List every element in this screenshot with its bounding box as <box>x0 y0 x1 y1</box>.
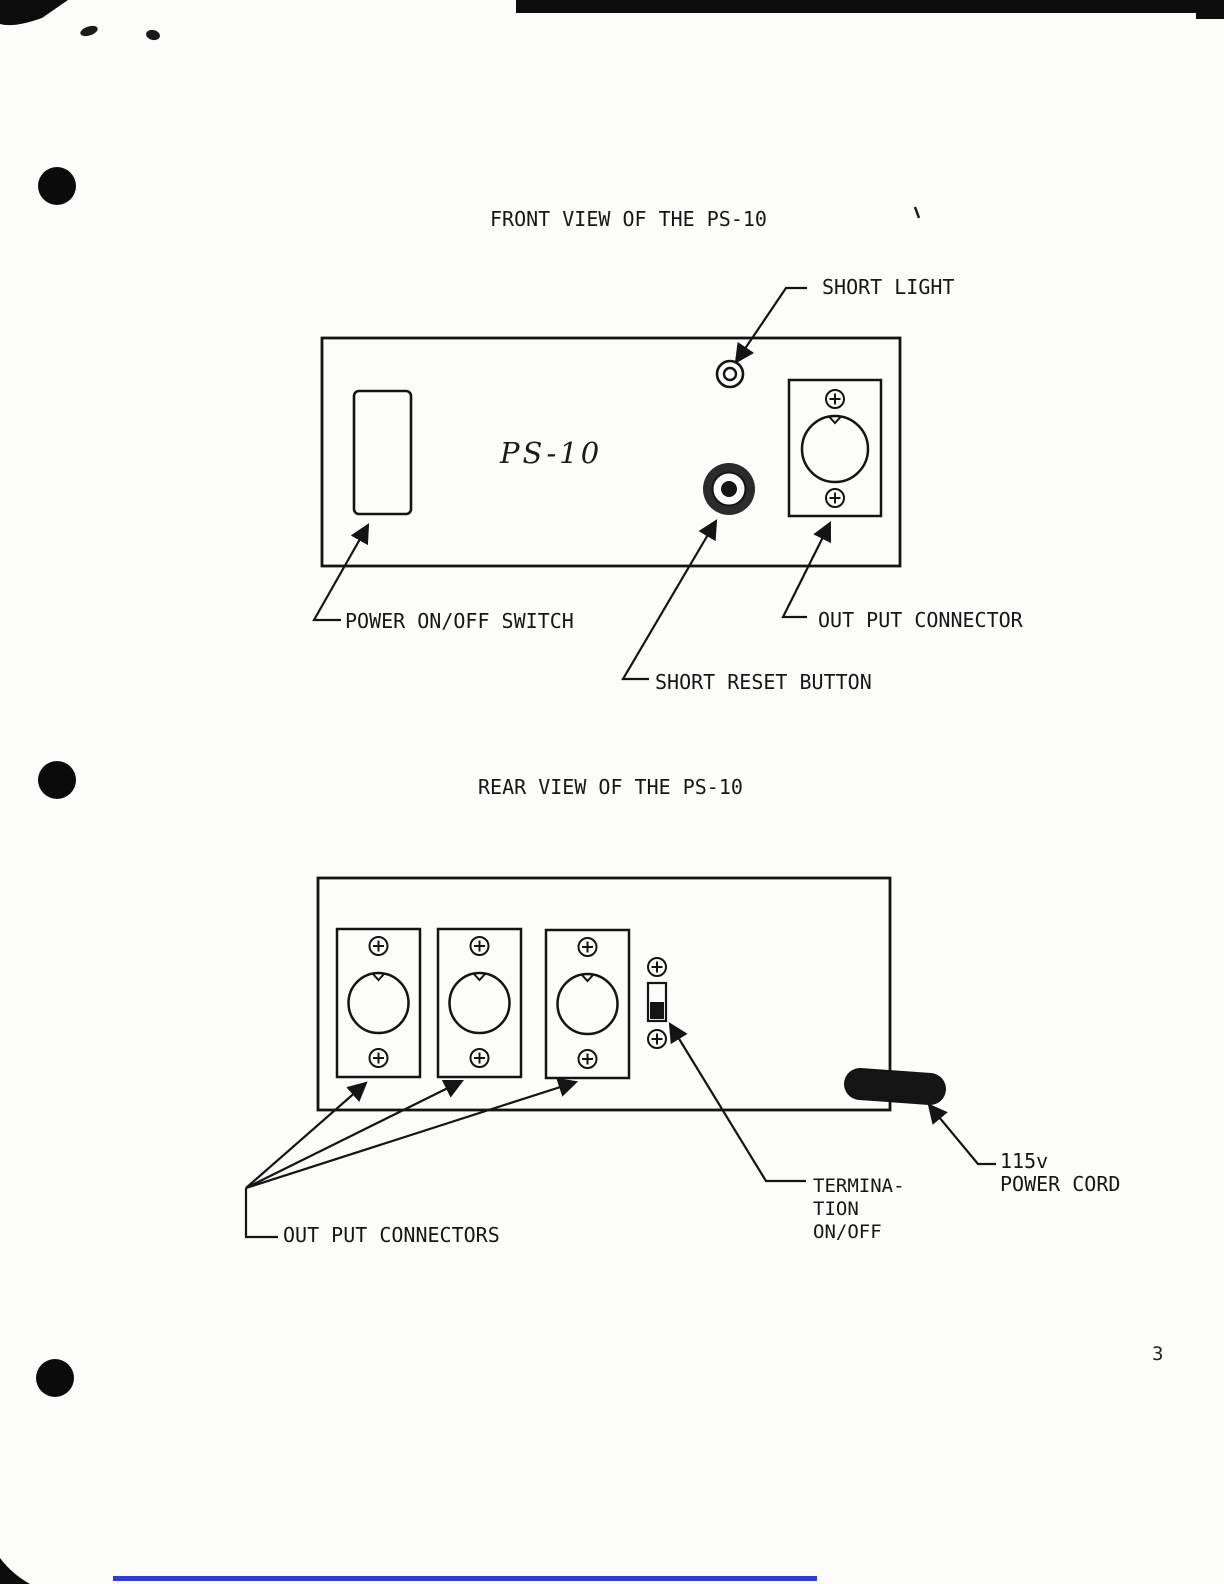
scan-bottom-blue-line <box>113 1576 817 1581</box>
short-light-callout-line <box>734 286 807 364</box>
rear-view-diagram <box>316 876 946 1112</box>
power-switch-label: POWER ON/OFF SWITCH <box>345 609 574 633</box>
short-reset-label: SHORT RESET BUTTON <box>655 670 872 694</box>
short-light-lamp <box>715 359 745 389</box>
output-connector-callout-line <box>781 521 831 619</box>
scan-top-right-corner <box>1196 0 1224 19</box>
output-connector-label: OUT PUT CONNECTOR <box>818 608 1023 632</box>
power-cord-voltage-label: 115v <box>1000 1149 1049 1173</box>
termination-switch-shape <box>646 957 668 1049</box>
output-connectors-line-1 <box>245 1081 368 1189</box>
front-view-title: FRONT VIEW OF THE PS-10 <box>490 207 767 231</box>
punch-hole-bottom <box>36 1359 74 1397</box>
power-switch-shape <box>352 389 413 516</box>
output-connector-shape <box>787 378 883 518</box>
termination-label-line3: ON/OFF <box>813 1221 882 1243</box>
device-model-label: PS-10 <box>500 436 603 470</box>
output-connectors-label: OUT PUT CONNECTORS <box>283 1223 500 1247</box>
termination-label-line2: TION <box>813 1198 859 1220</box>
front-view-diagram <box>320 336 902 568</box>
rear-view-title: REAR VIEW OF THE PS-10 <box>478 775 743 799</box>
rear-output-connector-3 <box>546 930 629 1078</box>
power-switch-callout-line <box>312 523 370 622</box>
output-connectors-bracket <box>244 1188 278 1239</box>
punch-hole-middle <box>38 761 76 799</box>
output-connectors-line-3 <box>245 1077 579 1190</box>
short-reset-callout-line <box>621 519 718 681</box>
output-connectors-line-2 <box>245 1079 464 1189</box>
scan-top-bar <box>516 0 1216 13</box>
power-cord-callout-line <box>927 1103 996 1166</box>
rear-view-callouts <box>244 1022 996 1239</box>
front-view-callouts <box>312 286 831 681</box>
short-reset-button-shape <box>703 463 755 515</box>
power-cord-shape <box>844 1068 946 1105</box>
scan-smudge-1 <box>80 25 98 37</box>
rear-output-connector-1 <box>337 929 420 1077</box>
scan-smudge-2 <box>146 29 160 41</box>
scan-top-left-corner <box>0 0 68 26</box>
short-light-label: SHORT LIGHT <box>822 275 955 299</box>
scan-bottom-left-corner <box>0 1558 30 1584</box>
termination-callout-line <box>668 1022 806 1183</box>
punch-hole-top <box>38 167 76 205</box>
rear-output-connector-2 <box>438 929 521 1077</box>
power-cord-label: POWER CORD <box>1000 1172 1121 1196</box>
scan-speck-1 <box>913 206 921 219</box>
page-number: 3 <box>1152 1343 1164 1365</box>
termination-label-line1: TERMINA- <box>813 1175 905 1197</box>
